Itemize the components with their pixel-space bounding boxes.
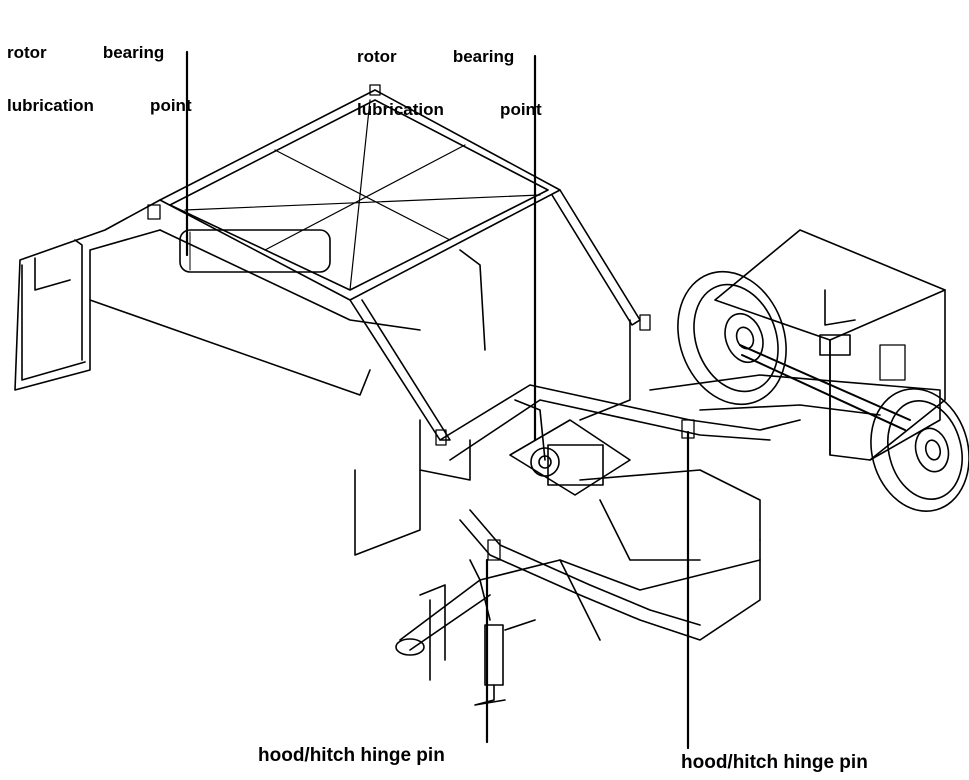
label-hinge-pin-right: hood/hitch hinge pin — [681, 752, 868, 773]
chassis-frame — [439, 229, 946, 641]
hood-frame — [14, 89, 641, 556]
wheel-right — [870, 388, 969, 512]
label-rotor-bearing-left: rotor bearing lubrication point — [7, 8, 192, 151]
hitch-tongue — [395, 559, 601, 706]
wheel-left — [677, 270, 787, 406]
leader-lines — [185, 50, 690, 750]
hinge-brackets — [147, 84, 906, 561]
label-rotor-bearing-left-line1: rotor bearing — [7, 42, 165, 62]
label-rotor-bearing-center-line1: rotor bearing — [357, 46, 515, 66]
label-rotor-bearing-left-line2: lubrication point — [7, 96, 192, 116]
label-rotor-bearing-center-line2: lubrication point — [357, 100, 542, 120]
label-rotor-bearing-center: rotor bearing lubrication point — [357, 12, 542, 155]
label-hinge-pin-left: hood/hitch hinge pin — [258, 745, 445, 766]
rotor-bearing-housing — [509, 399, 631, 496]
